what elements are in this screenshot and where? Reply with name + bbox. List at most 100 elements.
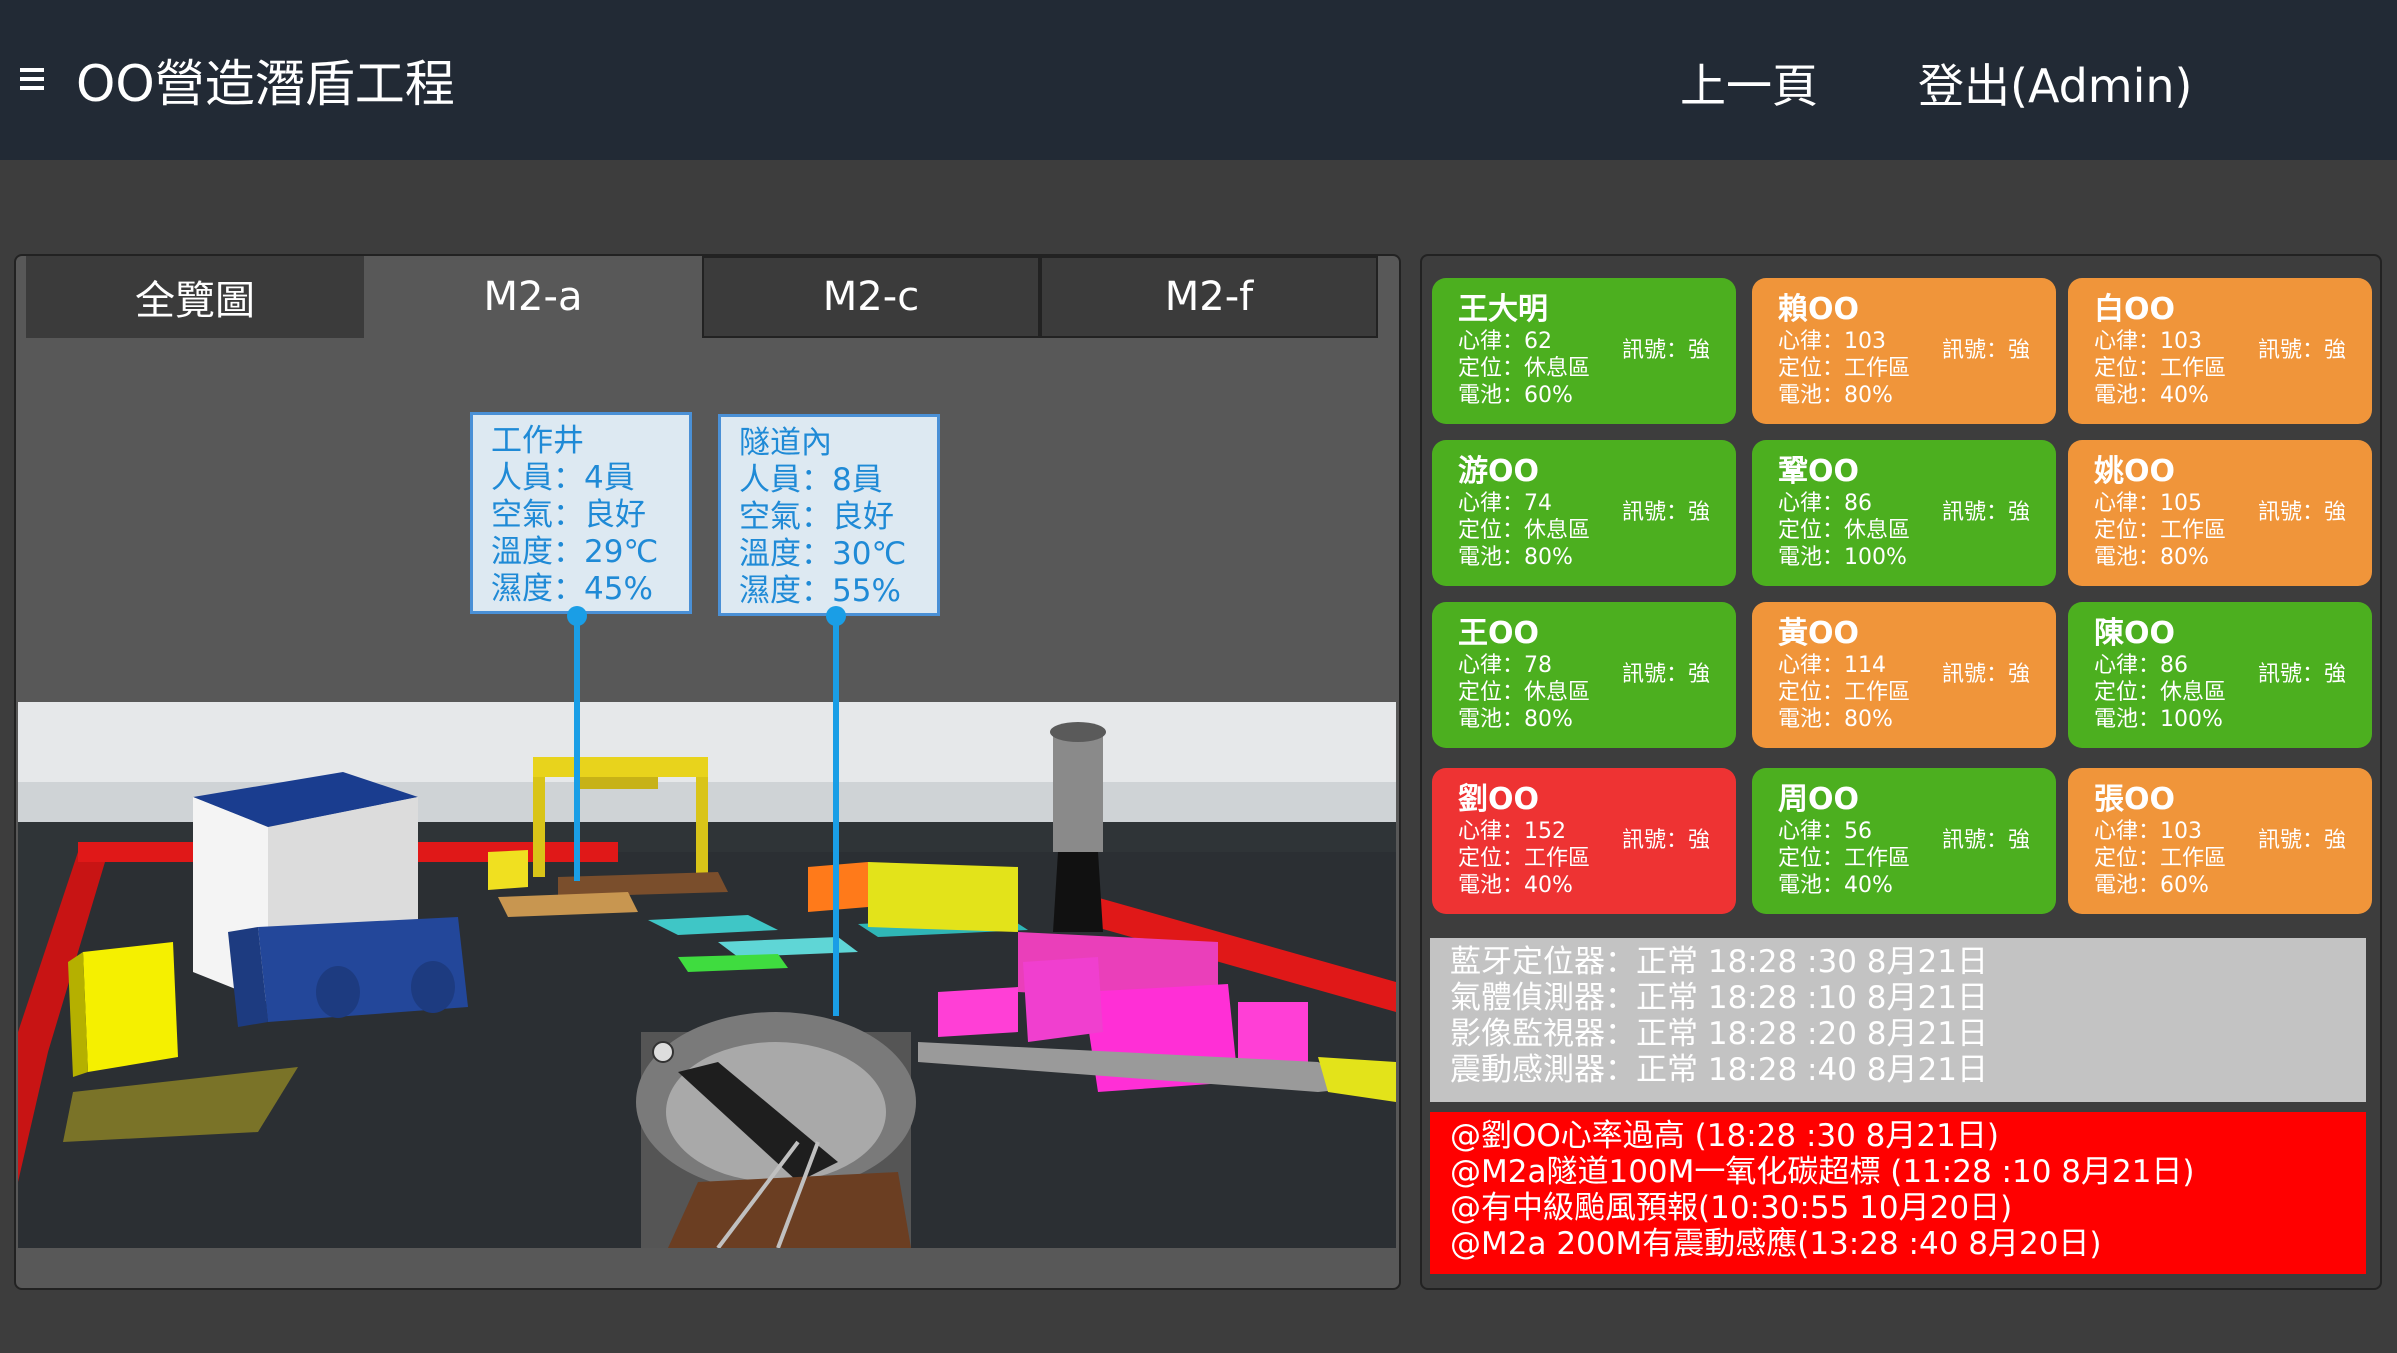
worker-signal: 訊號：強	[1941, 338, 2030, 363]
worker-battery: 電池：60%	[1458, 383, 1573, 408]
worker-battery: 電池：100%	[2094, 707, 2223, 732]
alert-line[interactable]: @M2a 200M有震動感應(13:28 :40 8月20日)	[1450, 1226, 2102, 1262]
worker-location: 定位：工作區	[1778, 846, 1911, 871]
worker-signal: 訊號：強	[1941, 500, 2030, 525]
info-box-air: 空氣：良好	[491, 497, 646, 533]
worker-location: 定位：休息區	[1458, 518, 1591, 543]
worker-heart-rate: 心律：86	[2094, 653, 2188, 678]
info-box-humidity: 濕度：55%	[739, 573, 901, 609]
worker-name: 陳OO	[2094, 616, 2176, 651]
worker-location: 定位：工作區	[2094, 518, 2227, 543]
info-box-personnel: 人員：4員	[491, 460, 635, 496]
alert-line[interactable]: @有中級颱風預報(10:30:55 10月20日)	[1450, 1190, 2013, 1226]
site-map-panel: 全覽圖 M2-a M2-c M2-f	[14, 254, 1401, 1290]
logout-link[interactable]: 登出(Admin)	[1918, 59, 2193, 113]
worker-signal: 訊號：強	[2257, 500, 2346, 525]
worker-battery: 電池：40%	[2094, 383, 2209, 408]
pin-line	[574, 616, 580, 881]
worker-heart-rate: 心律：152	[1458, 819, 1566, 844]
worker-location: 定位：休息區	[1458, 680, 1591, 705]
info-box-work-shaft[interactable]: 工作井 人員：4員 空氣：良好 溫度：29℃ 濕度：45%	[470, 412, 692, 614]
worker-location: 定位：休息區	[2094, 680, 2227, 705]
worker-signal: 訊號：強	[1621, 500, 1710, 525]
info-box-air: 空氣：良好	[739, 499, 894, 535]
worker-signal: 訊號：強	[1621, 828, 1710, 853]
worker-battery: 電池：40%	[1458, 873, 1573, 898]
alert-line[interactable]: @M2a隧道100M一氧化碳超標 (11:28 :10 8月21日)	[1450, 1154, 2195, 1190]
tab-m2-c[interactable]: M2-c	[702, 256, 1040, 338]
worker-name: 王大明	[1458, 292, 1548, 327]
worker-heart-rate: 心律：78	[1458, 653, 1552, 678]
worker-battery: 電池：80%	[2094, 545, 2209, 570]
worker-battery: 電池：60%	[2094, 873, 2209, 898]
worker-heart-rate: 心律：105	[2094, 491, 2202, 516]
worker-location: 定位：工作區	[2094, 846, 2227, 871]
info-box-tunnel[interactable]: 隧道內 人員：8員 空氣：良好 溫度：30℃ 濕度：55%	[718, 414, 940, 616]
construction-site-scene	[18, 702, 1396, 1248]
info-box-title: 工作井	[491, 423, 584, 459]
worker-name: 賴OO	[1778, 292, 1860, 327]
info-box-title: 隧道內	[739, 425, 832, 461]
worker-heart-rate: 心律：114	[1778, 653, 1886, 678]
info-box-temperature: 溫度：30℃	[739, 536, 907, 572]
worker-heart-rate: 心律：56	[1778, 819, 1872, 844]
worker-battery: 電池：80%	[1778, 383, 1893, 408]
device-status-box: 藍牙定位器：正常 18:28 :30 8月21日 氣體偵測器：正常 18:28 …	[1430, 938, 2366, 1102]
hamburger-menu-icon[interactable]	[20, 68, 48, 94]
device-status-line: 影像監視器：正常 18:28 :20 8月21日	[1450, 1016, 1988, 1052]
tab-m2-a[interactable]: M2-a	[364, 256, 702, 338]
info-box-personnel: 人員：8員	[739, 462, 883, 498]
tab-m2-f[interactable]: M2-f	[1040, 256, 1378, 338]
worker-name: 鞏OO	[1778, 454, 1860, 489]
worker-name: 游OO	[1458, 454, 1540, 489]
info-box-humidity: 濕度：45%	[491, 571, 653, 607]
worker-location: 定位：工作區	[1778, 356, 1911, 381]
worker-heart-rate: 心律：74	[1458, 491, 1552, 516]
device-status-line: 氣體偵測器：正常 18:28 :10 8月21日	[1450, 980, 1988, 1016]
worker-name: 姚OO	[2094, 454, 2176, 489]
alert-box: @劉OO心率過高 (18:28 :30 8月21日) @M2a隧道100M一氧化…	[1430, 1112, 2366, 1274]
worker-signal: 訊號：強	[2257, 662, 2346, 687]
worker-signal: 訊號：強	[2257, 338, 2346, 363]
worker-signal: 訊號：強	[1621, 662, 1710, 687]
pin-line	[833, 616, 839, 1016]
worker-battery: 電池：100%	[1778, 545, 1907, 570]
app-title: OO營造潛盾工程	[76, 55, 455, 113]
worker-location: 定位：休息區	[1458, 356, 1591, 381]
worker-location: 定位：工作區	[1458, 846, 1591, 871]
worker-signal: 訊號：強	[1621, 338, 1710, 363]
top-bar: OO營造潛盾工程 上一頁 登出(Admin)	[0, 0, 2397, 160]
back-link[interactable]: 上一頁	[1680, 59, 1818, 113]
worker-location: 定位：工作區	[2094, 356, 2227, 381]
worker-name: 劉OO	[1458, 782, 1540, 817]
worker-heart-rate: 心律：103	[2094, 819, 2202, 844]
worker-name: 周OO	[1778, 782, 1860, 817]
worker-battery: 電池：80%	[1458, 707, 1573, 732]
tab-overview[interactable]: 全覽圖	[26, 256, 364, 338]
alert-line[interactable]: @劉OO心率過高 (18:28 :30 8月21日)	[1450, 1118, 1999, 1154]
worker-location: 定位：休息區	[1778, 518, 1911, 543]
worker-name: 王OO	[1458, 616, 1540, 651]
worker-battery: 電池：80%	[1778, 707, 1893, 732]
worker-signal: 訊號：強	[1941, 662, 2030, 687]
worker-name: 張OO	[2094, 782, 2176, 817]
worker-location: 定位：工作區	[1778, 680, 1911, 705]
info-box-temperature: 溫度：29℃	[491, 534, 659, 570]
worker-battery: 電池：80%	[1458, 545, 1573, 570]
worker-heart-rate: 心律：103	[1778, 329, 1886, 354]
worker-battery: 電池：40%	[1778, 873, 1893, 898]
worker-heart-rate: 心律：62	[1458, 329, 1552, 354]
